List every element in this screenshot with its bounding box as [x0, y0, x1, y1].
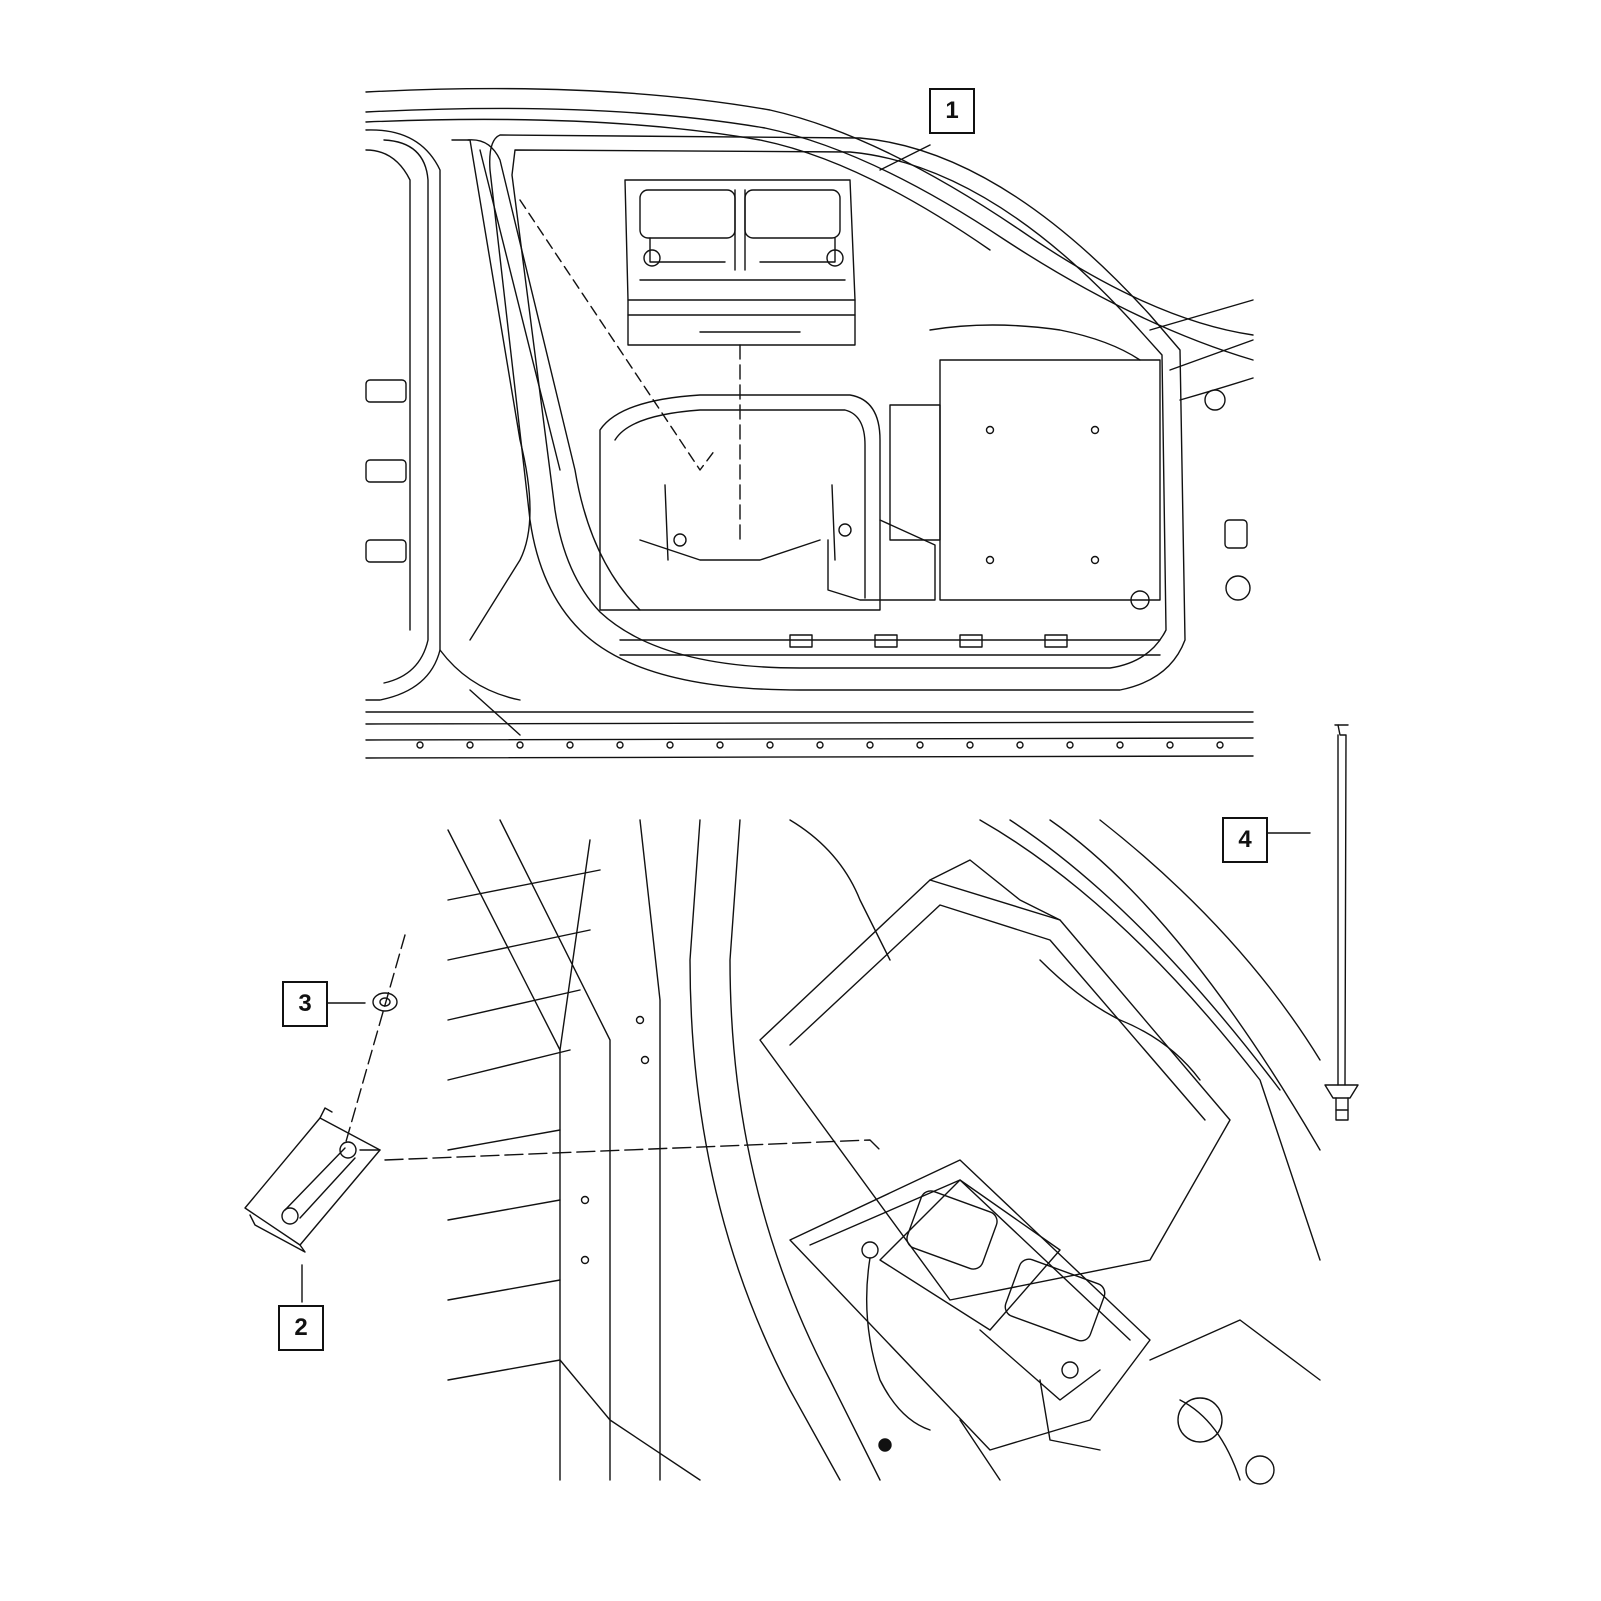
bracket-part	[244, 1107, 381, 1253]
grommet-part	[372, 992, 398, 1012]
callout-1: 1	[929, 88, 975, 134]
rod-part	[1324, 724, 1359, 1121]
vehicle-side-view	[365, 87, 1254, 759]
callout-4: 4	[1222, 817, 1268, 863]
battery-installed	[789, 1159, 1151, 1481]
callout-3: 3	[282, 981, 328, 1027]
callout-1-leader	[879, 144, 931, 171]
battery	[624, 179, 856, 546]
vehicle-interior-view	[447, 819, 1321, 1485]
callout-2: 2	[278, 1305, 324, 1351]
